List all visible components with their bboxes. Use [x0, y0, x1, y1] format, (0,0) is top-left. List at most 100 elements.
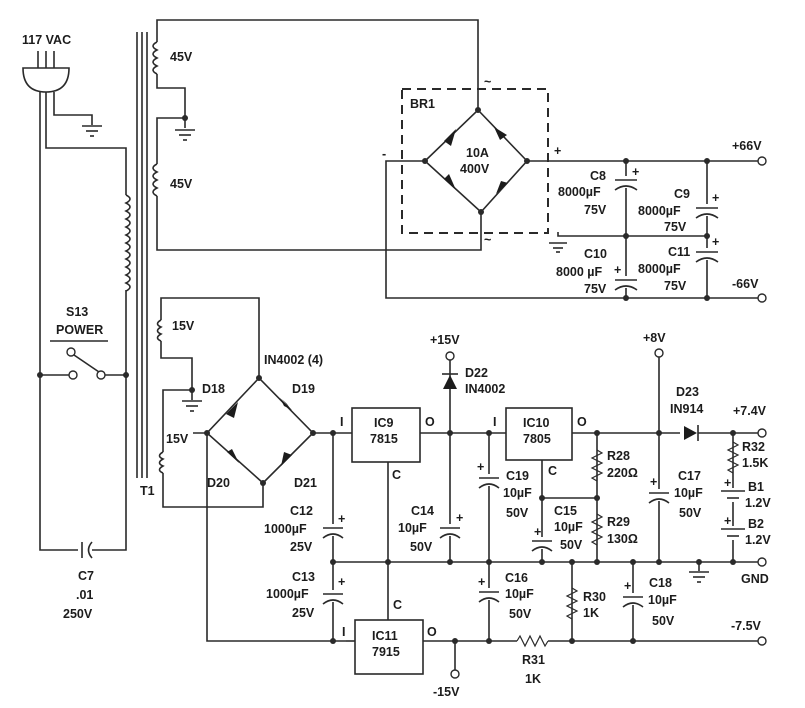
regulator-ic10 — [505, 407, 573, 461]
c17-plus: + — [650, 475, 657, 489]
ic10-pin-i: I — [493, 415, 496, 429]
d23-part: IN914 — [670, 402, 703, 416]
ground-symbol — [175, 129, 195, 141]
sec4-label: 15V — [166, 432, 189, 446]
resistor-r28 — [590, 449, 604, 482]
transformer-label: T1 — [140, 484, 155, 498]
capacitor-c16 — [478, 588, 500, 603]
c18-plus: + — [624, 579, 631, 593]
c15-value: 10µF — [554, 520, 583, 534]
r31-ref: R31 — [522, 653, 545, 667]
c15-voltage: 50V — [560, 538, 583, 552]
c11-ref: C11 — [668, 245, 690, 259]
br1-ref: BR1 — [410, 97, 435, 111]
br1-current: 10A — [466, 146, 489, 160]
r30-ref: R30 — [583, 590, 606, 604]
c18-ref: C18 — [649, 576, 672, 590]
b1-voltage: 1.2V — [745, 496, 771, 510]
br1-minus: - — [382, 147, 386, 161]
c9-ref: C9 — [674, 187, 690, 201]
b1-ref: B1 — [748, 480, 764, 494]
br1-ac-top: ~ — [484, 75, 491, 89]
c9-voltage: 75V — [664, 220, 687, 234]
diode-d23 — [684, 426, 697, 440]
d22-part: IN4002 — [465, 382, 505, 396]
out-p8: +8V — [643, 331, 666, 345]
capacitor-c9 — [695, 204, 719, 219]
ground-symbol — [182, 400, 202, 412]
capacitor-c19 — [478, 474, 500, 489]
capacitor-c11 — [695, 248, 719, 263]
c12-value: 1000µF — [264, 522, 307, 536]
plug-label: 117 VAC — [22, 33, 71, 47]
out-p74: +7.4V — [733, 404, 767, 418]
c19-value: 10µF — [503, 486, 532, 500]
capacitor-c15 — [531, 537, 553, 552]
sec3-label: 15V — [172, 319, 195, 333]
br1-ac-bottom: ~ — [484, 233, 491, 247]
regulator-ic9 — [351, 407, 421, 463]
battery-b2 — [720, 526, 746, 540]
ic9-pin-c: C — [392, 468, 401, 482]
out-m15: -15V — [433, 685, 460, 699]
power-switch[interactable] — [50, 340, 108, 380]
b1-plus: + — [724, 476, 731, 490]
c12-ref: C12 — [290, 504, 313, 518]
ic11-part: 7915 — [372, 645, 400, 659]
out-gnd: GND — [741, 572, 769, 586]
ground-symbol — [689, 571, 709, 583]
ic11-pin-i: I — [342, 625, 345, 639]
r31-value: 1K — [525, 672, 541, 686]
battery-b1 — [720, 488, 746, 502]
c10-plus: + — [614, 263, 621, 277]
ground-symbol — [82, 125, 102, 137]
c11-plus: + — [712, 235, 719, 249]
c16-plus: + — [478, 575, 485, 589]
switch-ref: S13 — [66, 305, 88, 319]
c18-value: 10µF — [648, 593, 677, 607]
br1-plus: + — [554, 144, 561, 158]
c15-ref: C15 — [554, 504, 577, 518]
c7-value: .01 — [76, 588, 93, 602]
c16-ref: C16 — [505, 571, 528, 585]
c10-value: 8000 µF — [556, 265, 602, 279]
ic10-pin-o: O — [577, 415, 587, 429]
ic9-pin-i: I — [340, 415, 343, 429]
resistor-r29 — [590, 513, 604, 546]
c16-value: 10µF — [505, 587, 534, 601]
c19-voltage: 50V — [506, 506, 529, 520]
c12-plus: + — [338, 512, 345, 526]
out-p66: +66V — [732, 139, 762, 153]
c17-ref: C17 — [678, 469, 701, 483]
c7-voltage: 250V — [63, 607, 93, 621]
regulator-ic11 — [354, 619, 424, 675]
r29-ref: R29 — [607, 515, 630, 529]
r32-ref: R32 — [742, 440, 765, 454]
c14-voltage: 50V — [410, 540, 433, 554]
ic10-pin-c: C — [548, 464, 557, 478]
d20-label: D20 — [207, 476, 230, 490]
c12-voltage: 25V — [290, 540, 313, 554]
resistor-r30 — [565, 587, 579, 620]
b2-voltage: 1.2V — [745, 533, 771, 547]
d19-label: D19 — [292, 382, 315, 396]
c10-voltage: 75V — [584, 282, 607, 296]
ic11-pin-c: C — [393, 598, 402, 612]
c14-ref: C14 — [411, 504, 434, 518]
c13-plus: + — [338, 575, 345, 589]
r29-value: 130Ω — [607, 532, 638, 546]
c16-voltage: 50V — [509, 607, 532, 621]
c8-plus: + — [632, 165, 639, 179]
sec1-label: 45V — [170, 50, 193, 64]
out-p15: +15V — [430, 333, 460, 347]
ic9-pin-o: O — [425, 415, 435, 429]
d21-label: D21 — [294, 476, 317, 490]
capacitor-c13 — [322, 590, 344, 605]
c17-value: 10µF — [674, 486, 703, 500]
resistor-r32 — [726, 441, 740, 474]
d23-ref: D23 — [676, 385, 699, 399]
resistor-r31 — [516, 634, 549, 648]
bridge-rectifier-d18-d21 — [204, 375, 316, 486]
c17-voltage: 50V — [679, 506, 702, 520]
